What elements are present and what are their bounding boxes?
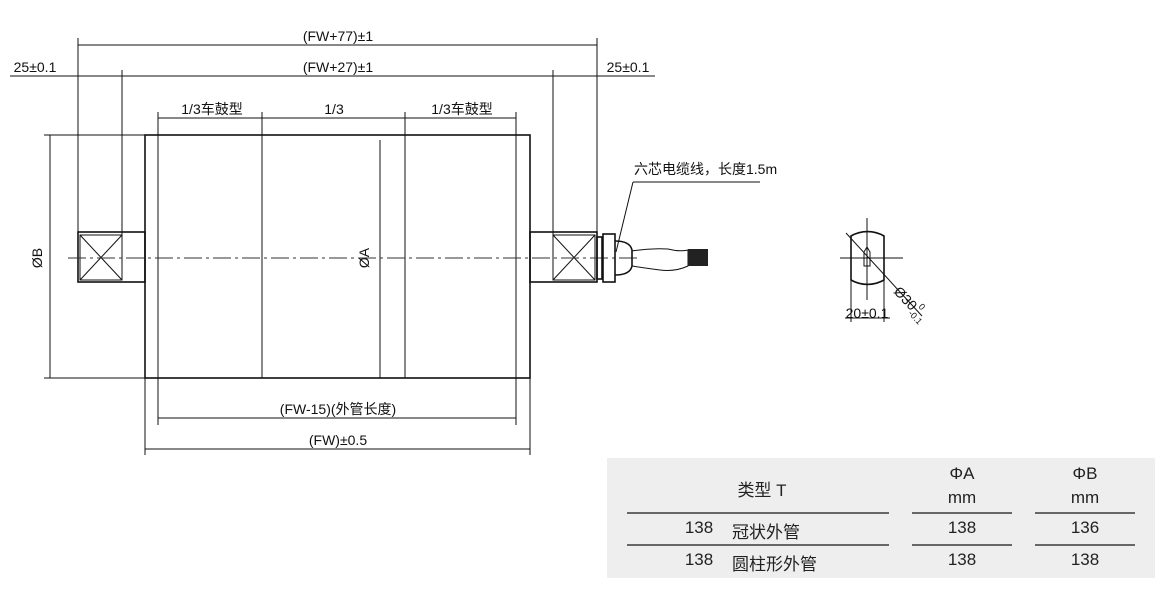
rule bbox=[1035, 512, 1135, 514]
dimension-lines bbox=[10, 44, 655, 450]
row-b: 136 bbox=[1070, 518, 1100, 537]
shaft-flat-dim: 20±0.1 bbox=[846, 305, 889, 321]
rule bbox=[912, 544, 1012, 546]
header-b-unit: mm bbox=[1070, 488, 1100, 507]
extension-lines bbox=[44, 38, 598, 455]
row-code: 138 bbox=[684, 518, 714, 537]
dia-b-label: ØB bbox=[29, 248, 45, 268]
section-right-label: 1/3车鼓型 bbox=[431, 101, 492, 117]
cable-note: 六芯电缆线，长度1.5m bbox=[634, 161, 777, 177]
dim-tube-length: (FW-15)(外管长度) bbox=[280, 401, 396, 417]
shaft-dia-tol-upper: 0 bbox=[916, 302, 927, 312]
dim-overall-top: (FW+77)±1 bbox=[303, 28, 374, 44]
dim-right-shaft: 25±0.1 bbox=[607, 59, 650, 75]
drum-body bbox=[144, 134, 531, 379]
row-code: 138 bbox=[684, 550, 714, 569]
row-a: 138 bbox=[947, 550, 977, 569]
header-b: ΦB bbox=[1072, 464, 1098, 483]
section-left-label: 1/3车鼓型 bbox=[181, 101, 242, 117]
rule bbox=[627, 544, 889, 546]
row-a: 138 bbox=[947, 518, 977, 537]
left-shaft bbox=[77, 231, 146, 283]
row-b: 138 bbox=[1070, 550, 1100, 569]
spec-table: 类型 T ΦA mm ΦB mm 138 冠状外管 138 136 138 圆柱… bbox=[607, 458, 1155, 578]
right-shaft bbox=[529, 231, 598, 283]
dim-fw: (FW)±0.5 bbox=[309, 432, 367, 448]
cable-leader bbox=[615, 181, 760, 253]
shaft-section-detail bbox=[840, 218, 923, 322]
rule bbox=[1035, 544, 1135, 546]
row-name: 圆柱形外管 bbox=[732, 555, 817, 574]
header-type: 类型 T bbox=[737, 481, 787, 500]
row-name: 冠状外管 bbox=[732, 523, 800, 542]
rule bbox=[912, 512, 1012, 514]
cable-gland bbox=[596, 233, 708, 283]
dim-second: (FW+27)±1 bbox=[303, 59, 374, 75]
rule bbox=[627, 512, 889, 514]
header-a: ΦA bbox=[949, 464, 975, 483]
header-a-unit: mm bbox=[947, 488, 977, 507]
section-middle-label: 1/3 bbox=[324, 101, 344, 117]
dim-left-shaft: 25±0.1 bbox=[14, 59, 57, 75]
